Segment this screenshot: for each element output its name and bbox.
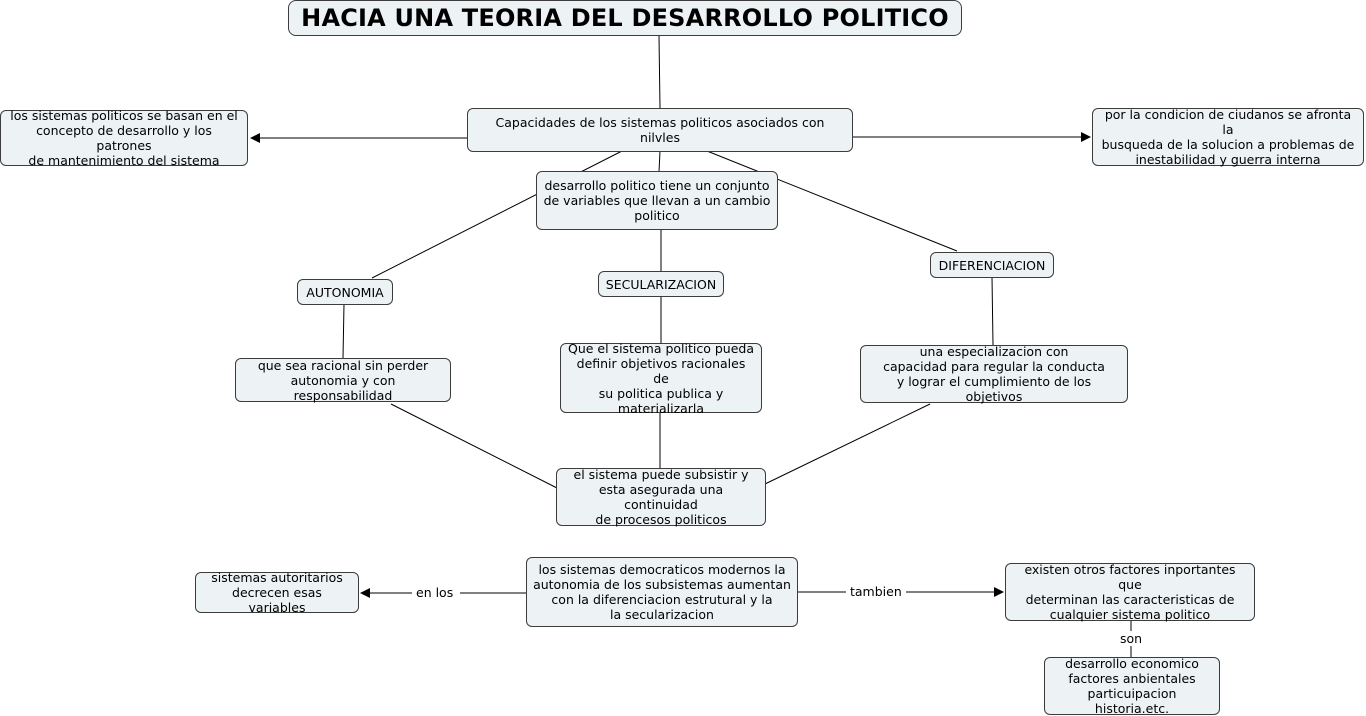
- node-otros-factores[interactable]: existen otros factores inportantes que d…: [1005, 562, 1255, 622]
- node-subsistir[interactable]: el sistema puede subsistir y esta asegur…: [556, 467, 766, 527]
- link-label-en-los: en los: [414, 585, 456, 600]
- node-especializacion[interactable]: una especializacion con capacidad para r…: [860, 344, 1128, 404]
- node-desarrollo-politico[interactable]: desarrollo politico tiene un conjunto de…: [536, 171, 778, 230]
- diagram-title: HACIA UNA TEORIA DEL DESARROLLO POLITICO: [288, 0, 962, 36]
- link-label-son: son: [1118, 631, 1145, 646]
- link-racional-subsistir: [390, 403, 558, 489]
- node-autoritarios[interactable]: sistemas autoritarios decrecen esas vari…: [195, 570, 359, 615]
- link-capacidades-desarrollo: [658, 150, 661, 173]
- link-autonomia-racional: [342, 303, 345, 359]
- node-secularizacion[interactable]: SECULARIZACION: [598, 271, 724, 297]
- link-title-capacidades: [658, 35, 661, 109]
- link-label-tambien: tambien: [848, 584, 904, 599]
- node-democraticos[interactable]: los sistemas democraticos modernos la au…: [526, 557, 798, 627]
- node-desarrollo-economico[interactable]: desarrollo economico factores anbientale…: [1044, 656, 1220, 716]
- node-diferenciacion[interactable]: DIFERENCIACION: [930, 252, 1054, 278]
- link-diferenciacion-especializacion: [991, 276, 994, 346]
- node-objetivos[interactable]: Que el sistema politico pueda definir ob…: [560, 341, 762, 416]
- node-racional[interactable]: que sea racional sin perder autonomia y …: [235, 358, 451, 403]
- node-condicion-ciudadanos[interactable]: por la condicion de ciudanos se afronta …: [1092, 107, 1364, 167]
- node-sistemas-politicos[interactable]: los sistemas politicos se basan en el co…: [0, 108, 248, 168]
- node-autonomia[interactable]: AUTONOMIA: [297, 279, 393, 305]
- link-especializacion-subsistir: [764, 403, 931, 485]
- node-capacidades[interactable]: Capacidades de los sistemas politicos as…: [467, 108, 853, 152]
- link-desarrollo-diferenciacion: [706, 150, 958, 252]
